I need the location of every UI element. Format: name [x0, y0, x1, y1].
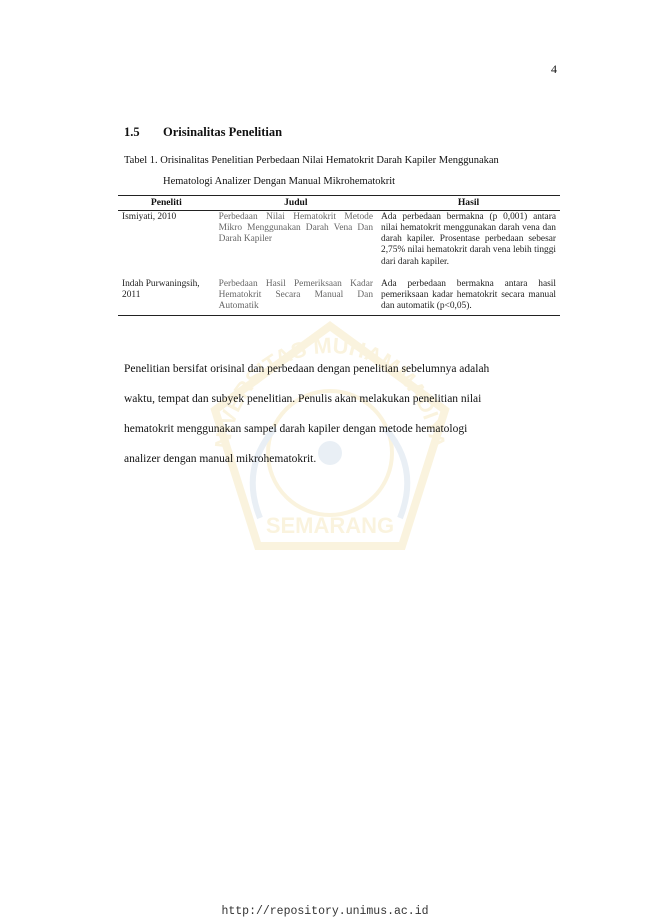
body-paragraph-line: analizer dengan manual mikrohematokrit.: [124, 453, 317, 465]
table-row: Indah Purwaningsih, 2011 Perbedaan Hasil…: [118, 277, 560, 316]
cell-hasil: Ada perbedaan bermakna (p 0,001) antara …: [381, 211, 556, 267]
table-row: Ismiyati, 2010 Perbedaan Nilai Hematokri…: [118, 210, 560, 278]
section-number: 1.5: [124, 125, 140, 139]
body-paragraph-line: waktu, tempat dan subyek penelitian. Pen…: [124, 393, 482, 405]
cell-hasil: Ada perbedaan bermakna antara hasil peme…: [377, 277, 560, 316]
header-peneliti: Peneliti: [118, 195, 215, 211]
page-number: 4: [551, 62, 557, 76]
section-title: Orisinalitas Penelitian: [163, 125, 283, 139]
body-paragraph-line: hematokrit menggunakan sampel darah kapi…: [124, 423, 468, 435]
originality-table: Peneliti Judul Hasil Ismiyati, 2010 Perb…: [118, 195, 560, 316]
header-judul: Judul: [214, 195, 378, 211]
body-paragraph-line: Penelitian bersifat orisinal dan perbeda…: [124, 363, 490, 375]
cell-judul: Perbedaan Nilai Hematokrit Metode Mikro …: [218, 211, 374, 245]
cell-judul: Perbedaan Hasil Pemeriksaan Kadar Hemato…: [214, 277, 378, 316]
table-caption-line-2: Hematologi Analizer Dengan Manual Mikroh…: [163, 176, 396, 187]
section-heading: 1.5 Orisinalitas Penelitian: [124, 125, 282, 140]
cell-peneliti: Ismiyati, 2010: [122, 211, 177, 222]
svg-text:SEMARANG: SEMARANG: [266, 513, 394, 538]
footer-repository-url: http://repository.unimus.ac.id: [221, 905, 429, 918]
table-header-row: Peneliti Judul Hasil: [118, 195, 560, 211]
cell-peneliti: Indah Purwaningsih, 2011: [118, 277, 215, 316]
table-caption-line-1: Tabel 1. Orisinalitas Penelitian Perbeda…: [124, 155, 499, 166]
university-seal-watermark: UNIVERSITAS MUHAMMADIYAH SEMARANG: [200, 318, 450, 550]
header-hasil: Hasil: [377, 195, 560, 211]
